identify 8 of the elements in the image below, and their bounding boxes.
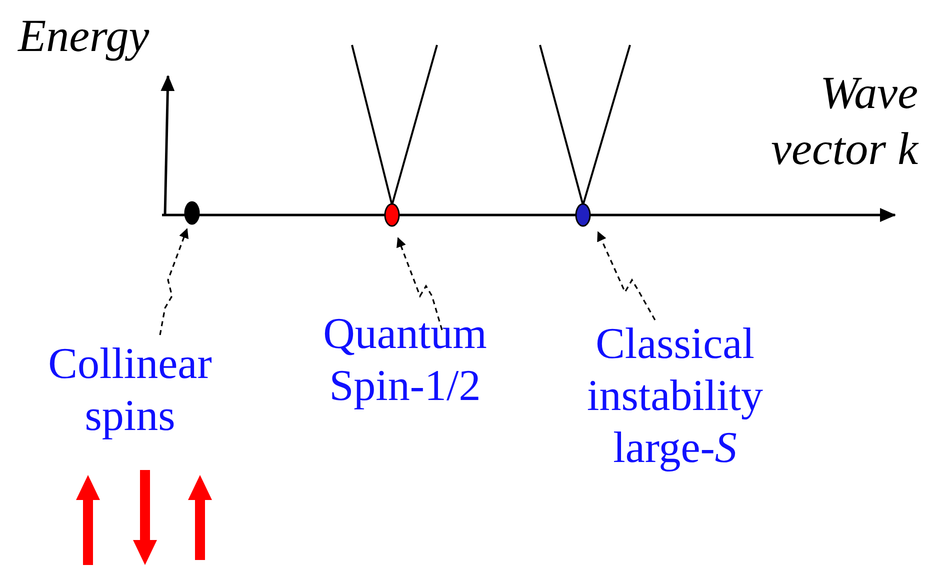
phase-label: Classical instability large-S [586, 318, 764, 474]
phase-label: Quantum Spin-1/2 [322, 308, 488, 412]
axis-label: Energy [18, 9, 150, 63]
leader-line [597, 231, 656, 320]
leader-line [396, 237, 443, 330]
leader-line [159, 228, 189, 336]
axis-label: Wave vector k [770, 66, 918, 176]
phase-label: Collinear spins [47, 338, 213, 442]
